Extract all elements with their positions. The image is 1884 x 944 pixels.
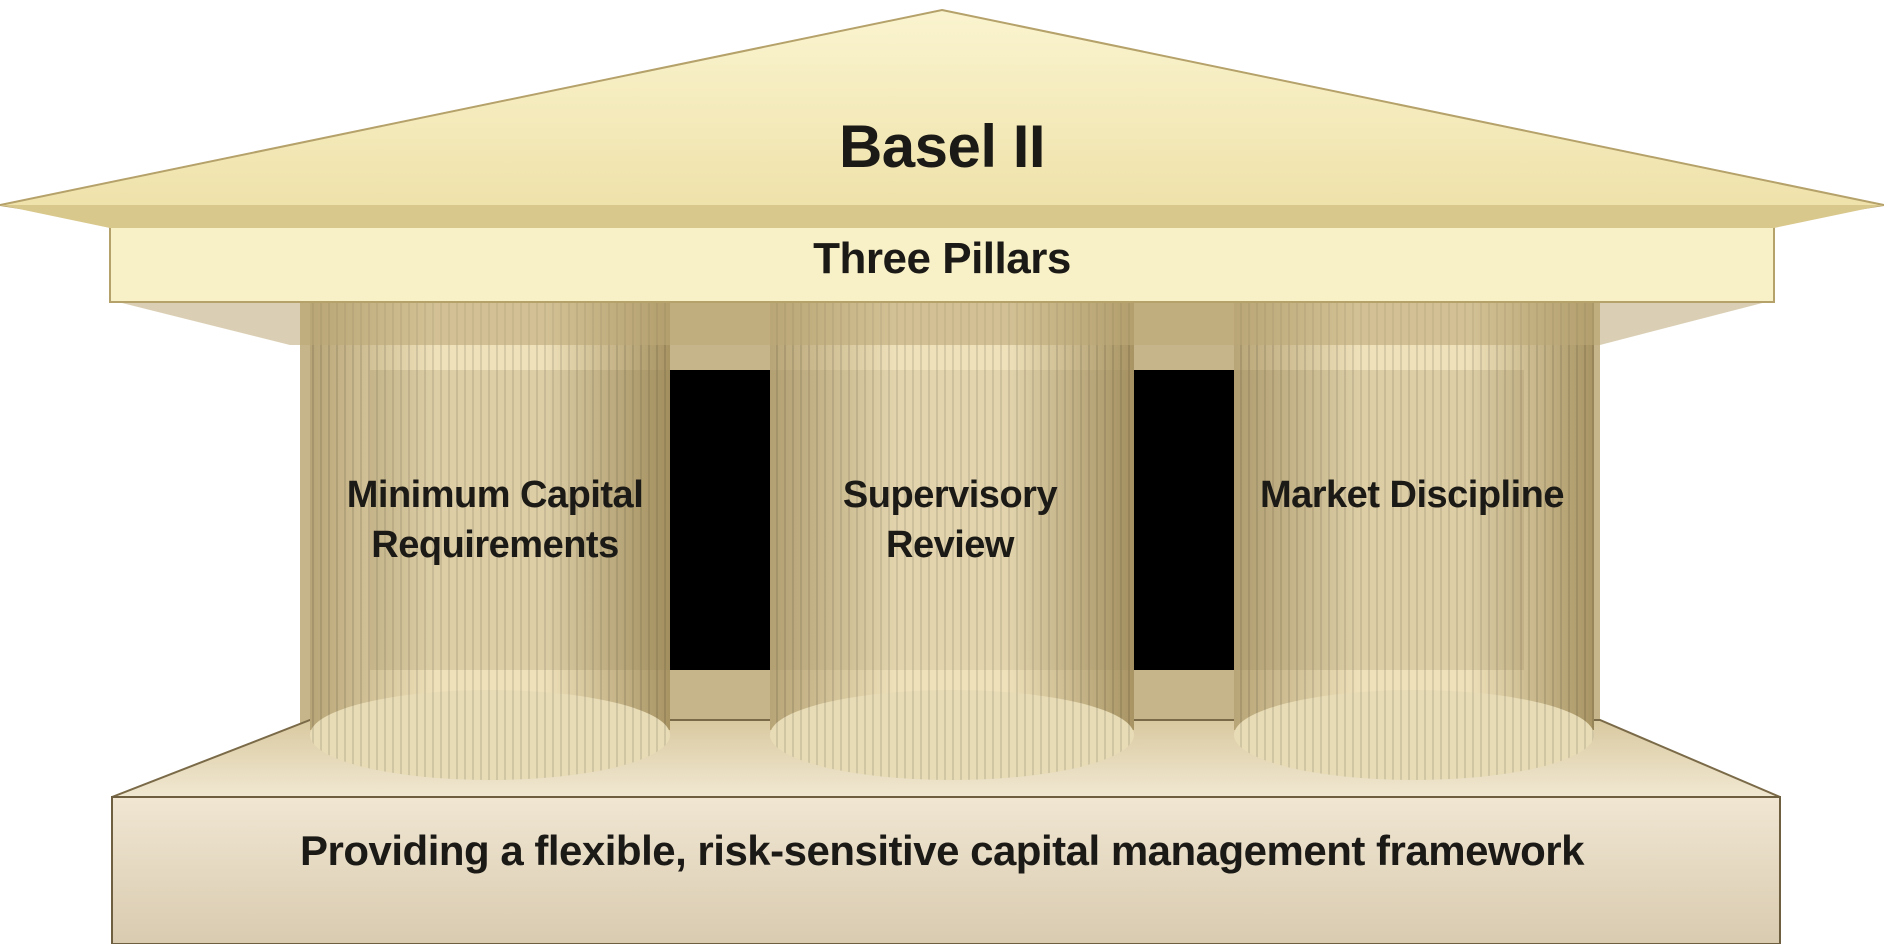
pillar-2-line-1: Supervisory bbox=[842, 474, 1058, 516]
pillar-3 bbox=[1234, 300, 1594, 780]
doorway-gap-2 bbox=[1134, 370, 1234, 670]
pillar-1 bbox=[310, 300, 670, 780]
roof-underside bbox=[110, 300, 1774, 345]
diagram-subtitle: Three Pillars bbox=[813, 234, 1071, 283]
entablature-band bbox=[109, 221, 1775, 303]
pillar-label-supervisory-review: Supervisory Review bbox=[770, 470, 1130, 570]
pillar-2 bbox=[770, 300, 1134, 780]
pillar-2-line-2: Review bbox=[886, 524, 1014, 566]
foundation-block bbox=[111, 796, 1781, 944]
pillar-label-minimum-capital: Minimum Capital Requirements bbox=[305, 470, 685, 570]
doorway-gap-1 bbox=[670, 370, 770, 670]
pillar-3-line-1: Market Discipline bbox=[1259, 474, 1565, 516]
foundation-text: Providing a flexible, risk-sensitive cap… bbox=[300, 827, 1584, 874]
pillar-1-line-2: Requirements bbox=[371, 524, 619, 566]
pillar-label-market-discipline: Market Discipline bbox=[1232, 470, 1592, 520]
pillar-1-line-1: Minimum Capital bbox=[346, 474, 644, 516]
diagram-title: Basel II bbox=[838, 113, 1046, 180]
